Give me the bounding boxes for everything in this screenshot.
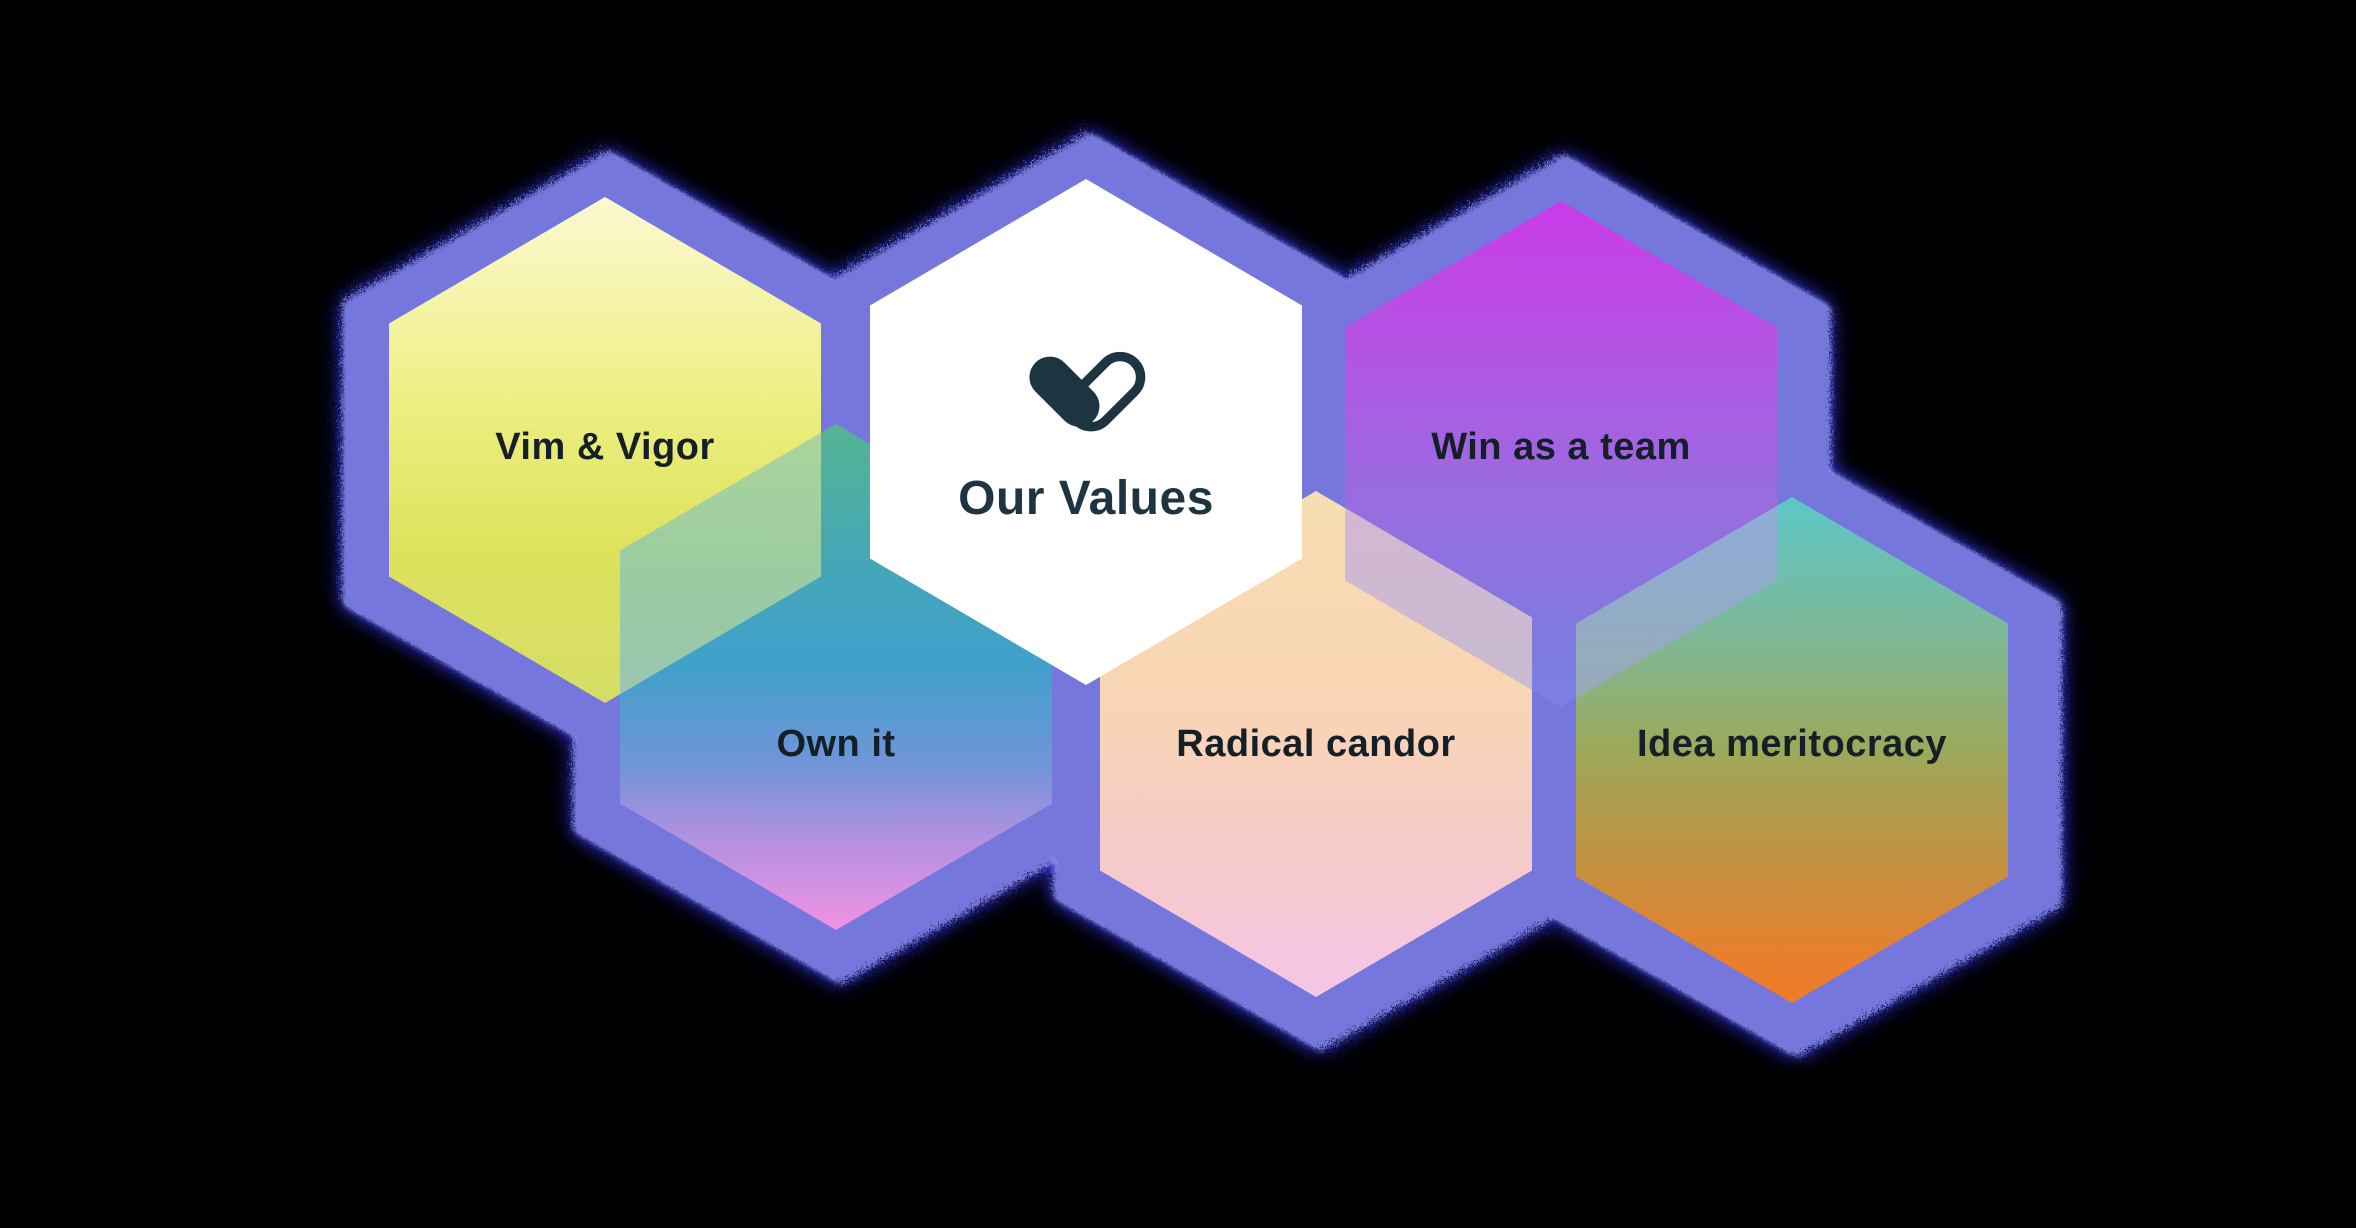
hex-label-idea-meritocracy: Idea meritocracy	[1636, 723, 1948, 765]
hex-label-radical-candor: Radical candor	[1176, 723, 1456, 765]
heart-capsule-icon	[1029, 351, 1146, 432]
hex-label-vim-and-vigor: Vim & Vigor	[495, 426, 715, 468]
hex-label-win-as-a-team: Win as a team	[1431, 426, 1691, 468]
hex-label-own-it: Own it	[776, 723, 896, 765]
diagram-title: Our Values	[958, 472, 1214, 525]
